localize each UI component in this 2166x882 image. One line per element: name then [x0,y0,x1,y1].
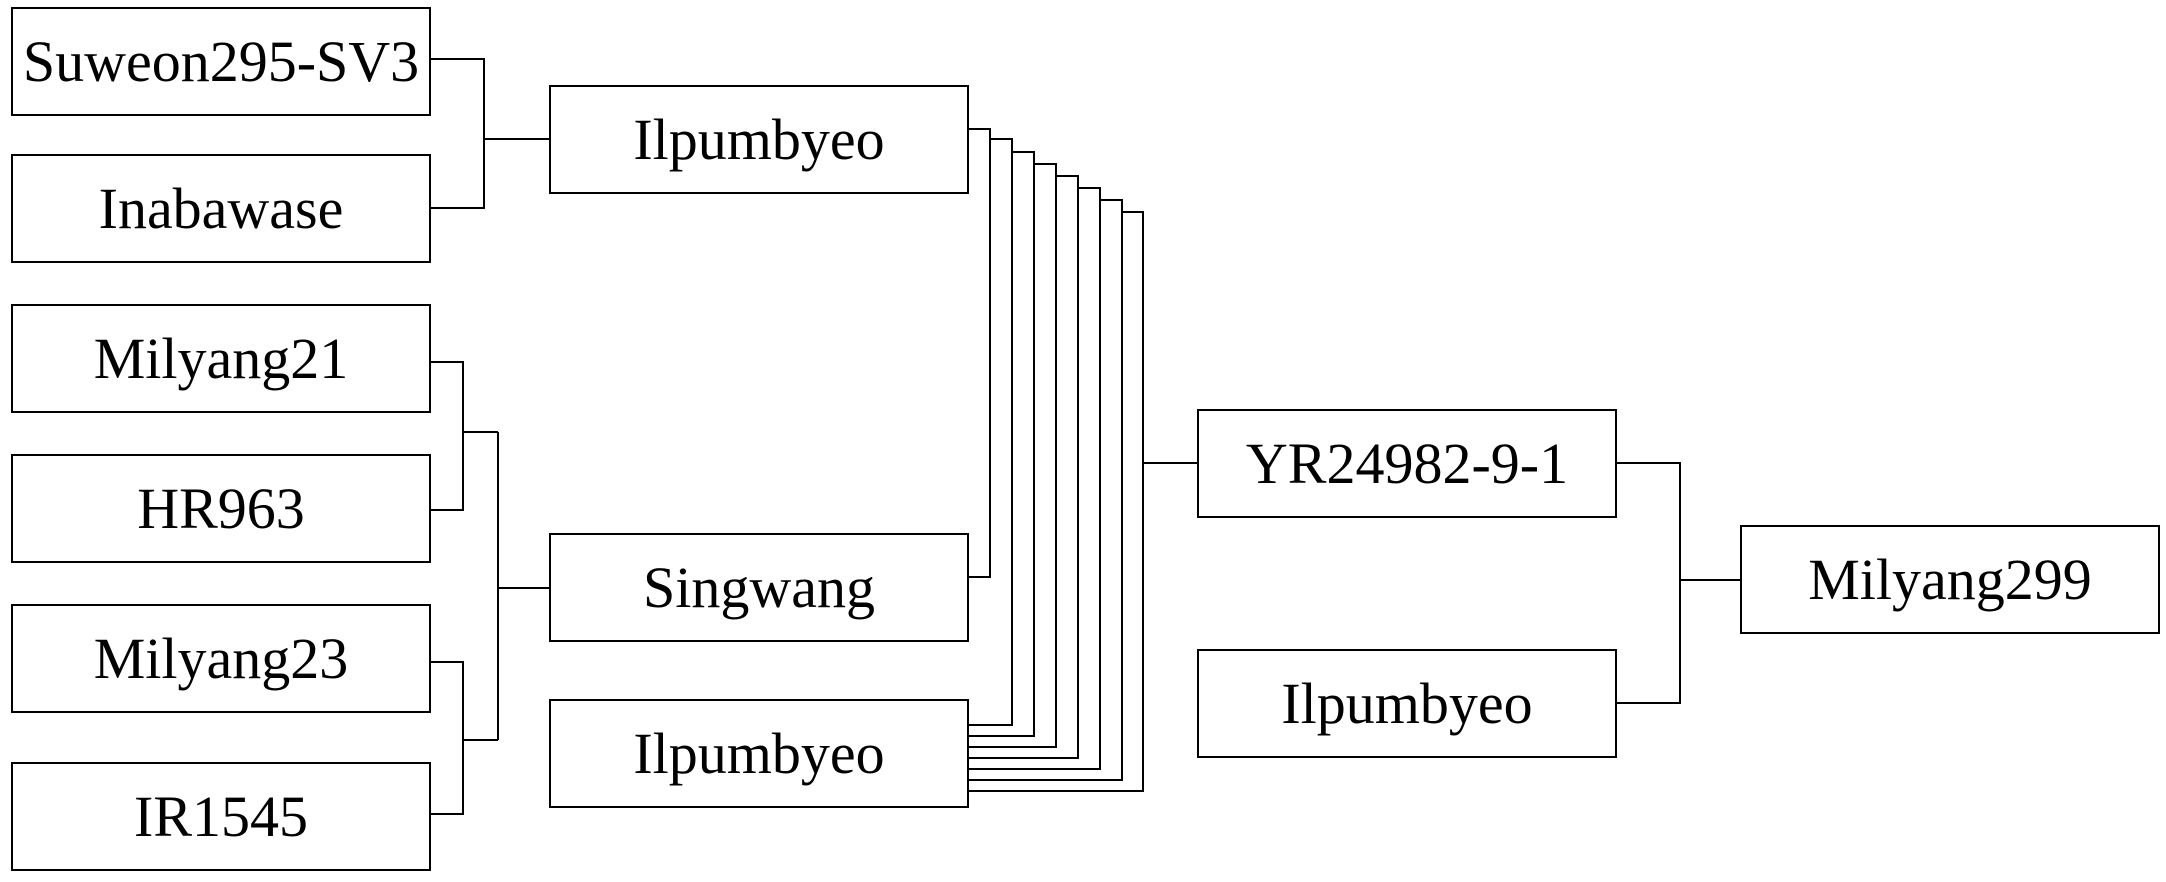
node-milyang23: Milyang23 [11,604,431,713]
node-ir1545: IR1545 [11,762,431,871]
node-yr24982: YR24982-9-1 [1197,409,1617,518]
node-box [11,604,431,713]
variety-nodes: Suweon295-SV3InabawaseMilyang21HR963Mily… [11,7,2160,871]
node-label: Milyang23 [94,626,349,691]
cross-bracket-ilpumbyeo-singwang [968,128,991,578]
node-box [11,762,431,871]
node-ilpumbyeo-right: Ilpumbyeo [1197,649,1617,758]
backcross-bracket-2 [968,151,1035,737]
node-ilpumbyeo-top: Ilpumbyeo [549,85,969,194]
backcross-bracket-1 [968,138,1013,726]
node-box [1197,409,1617,518]
backcross-bracket-5 [968,187,1101,770]
node-box [549,699,969,808]
cross-bracket-milyang23-ir1545 [430,661,464,815]
cross-connectors [430,58,1741,815]
node-label: HR963 [137,476,305,541]
backcross-bracket-7 [968,211,1144,792]
node-label: Ilpumbyeo [633,721,884,786]
node-box [1197,649,1617,758]
node-hr963: HR963 [11,454,431,563]
node-milyang21: Milyang21 [11,304,431,413]
node-box [11,454,431,563]
node-box [11,304,431,413]
cross-bracket-suweon-inabawase [430,58,485,209]
cross-bracket-milyang21-hr963 [430,361,464,511]
node-label: YR24982-9-1 [1246,431,1568,496]
node-box [549,85,969,194]
backcross-bracket-3 [968,163,1057,748]
node-label: Ilpumbyeo [633,107,884,172]
node-label: IR1545 [134,784,308,849]
node-box [549,533,969,642]
node-label: Milyang21 [94,326,349,391]
node-milyang299: Milyang299 [1740,525,2160,634]
node-inabawase: Inabawase [11,154,431,263]
backcross-bracket-4 [968,175,1079,759]
node-ilpumbyeo-recurrent: Ilpumbyeo [549,699,969,808]
node-label: Suweon295-SV3 [23,29,419,94]
node-singwang: Singwang [549,533,969,642]
node-label: Singwang [643,555,875,620]
node-label: Milyang299 [1808,547,2092,612]
node-box [1740,525,2160,634]
node-label: Inabawase [99,176,344,241]
node-suweon295: Suweon295-SV3 [11,7,431,116]
node-box [11,154,431,263]
backcross-bracket-6 [968,199,1123,781]
cross-bracket-yr24982-ilpumbyeo [1616,462,1681,704]
node-box [11,7,431,116]
node-label: Ilpumbyeo [1281,671,1532,736]
